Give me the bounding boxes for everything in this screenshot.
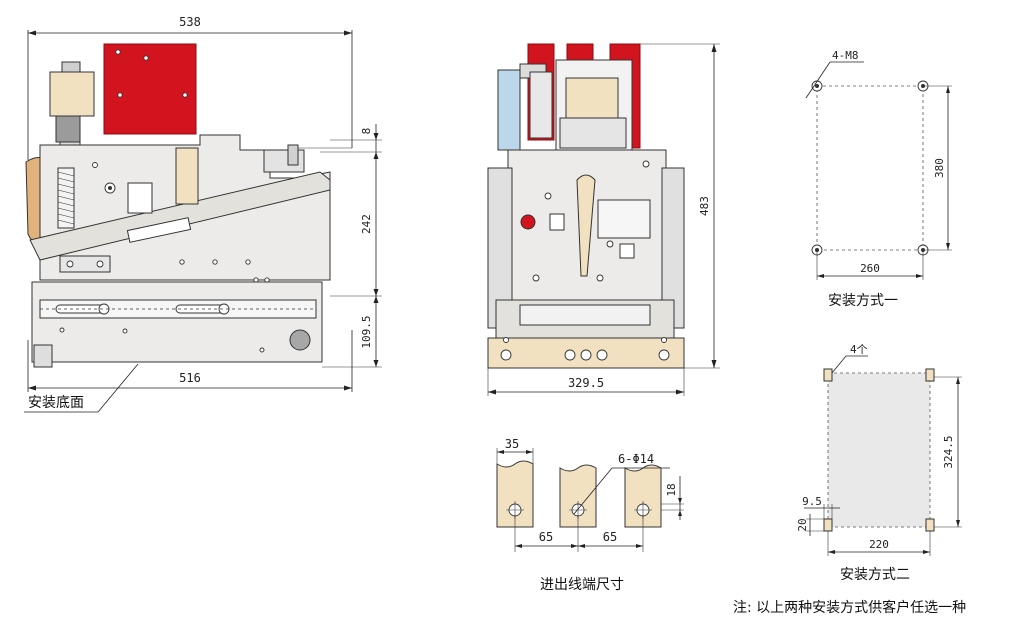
dim-538: 538 (179, 15, 201, 29)
side-base (31, 281, 323, 363)
note-text: 注: 以上两种安装方式供客户任选一种 (733, 599, 966, 616)
dim-260: 260 (860, 262, 880, 275)
dim-324-5: 324.5 (942, 435, 955, 468)
dim-329-5: 329.5 (568, 376, 604, 390)
dim-20: 20 (796, 518, 809, 531)
motor-cylinder (49, 71, 95, 117)
dim-109-5: 109.5 (360, 315, 373, 348)
dim-65-left: 65 (539, 530, 553, 544)
dim-18: 18 (665, 483, 678, 496)
dim-65-right: 65 (603, 530, 617, 544)
red-button (520, 214, 536, 230)
inclined-plate (29, 171, 331, 261)
front-pointer (576, 174, 596, 277)
dim-8: 8 (360, 128, 373, 135)
label-method-one: 安装方式一 (828, 293, 898, 309)
dim-242: 242 (360, 214, 373, 234)
dim-380: 380 (933, 158, 946, 178)
secondary-connector (497, 69, 521, 151)
spring-coil (57, 167, 75, 229)
dim-220: 220 (869, 538, 889, 551)
dim-hole-spec: 6-Φ14 (618, 452, 654, 466)
terminal-detail: 35 6-Φ14 18 65 65 进出线端尺寸 (496, 437, 684, 593)
red-busbar-plate (103, 43, 197, 135)
dim-483: 483 (698, 196, 711, 216)
base-knob (289, 329, 311, 351)
dim-9-5: 9.5 (802, 495, 822, 508)
dim-516: 516 (179, 371, 201, 385)
m2-outline (827, 372, 931, 528)
dim-4-pcs: 4个 (850, 343, 868, 356)
mount-method-two: 4个 324.5 220 9.5 20 安装方式二 (796, 343, 962, 583)
terminal-2 (559, 464, 597, 528)
dim-35: 35 (505, 437, 519, 451)
front-view: 483 329.5 (487, 43, 720, 396)
tan-insulator (175, 147, 199, 205)
label-method-two: 安装方式二 (840, 567, 910, 583)
side-view: 538 (24, 15, 382, 413)
label-terminal-size: 进出线端尺寸 (540, 577, 624, 593)
mount-method-one: 4-M8 380 260 安装方式一 (805, 49, 952, 309)
dim-4-m8: 4-M8 (832, 49, 859, 62)
m1-outline (816, 85, 924, 251)
label-mount-base: 安装底面 (28, 395, 84, 411)
